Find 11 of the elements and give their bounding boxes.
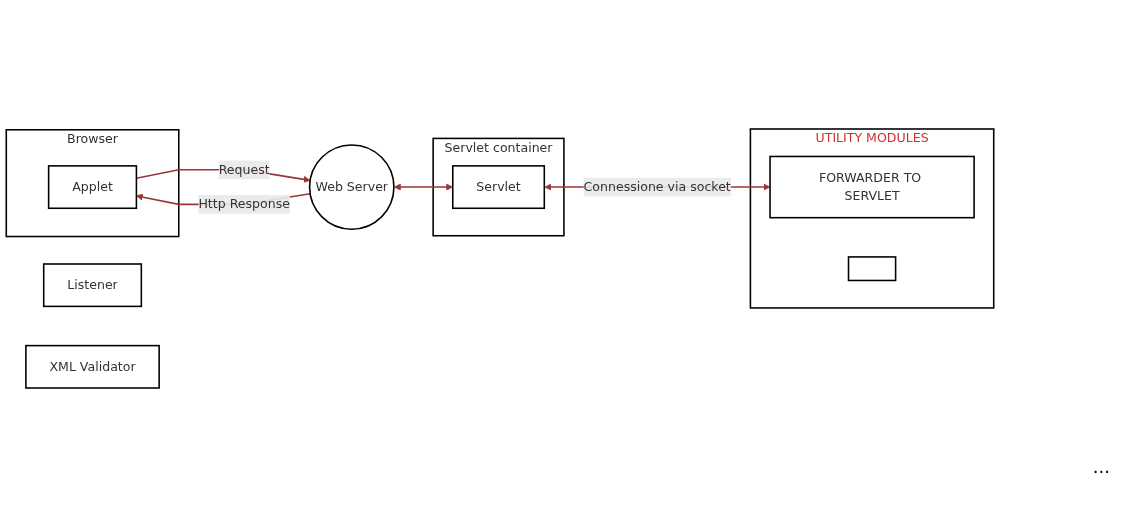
edge-label: Request	[218, 161, 270, 177]
node-box	[847, 256, 897, 282]
node-box: Listener	[42, 263, 143, 308]
node-box: Servlet	[452, 165, 546, 210]
ellipsis-text: ...	[1092, 456, 1110, 477]
edge-label: Http Response	[198, 196, 290, 212]
node-box: Applet	[47, 165, 138, 210]
node-box: XML Validator	[25, 344, 160, 389]
node-box: FORWARDER TO SERVLET	[769, 155, 975, 219]
node-circle: Web Server	[308, 144, 395, 231]
edge-label: Connessione via socket	[583, 179, 731, 195]
